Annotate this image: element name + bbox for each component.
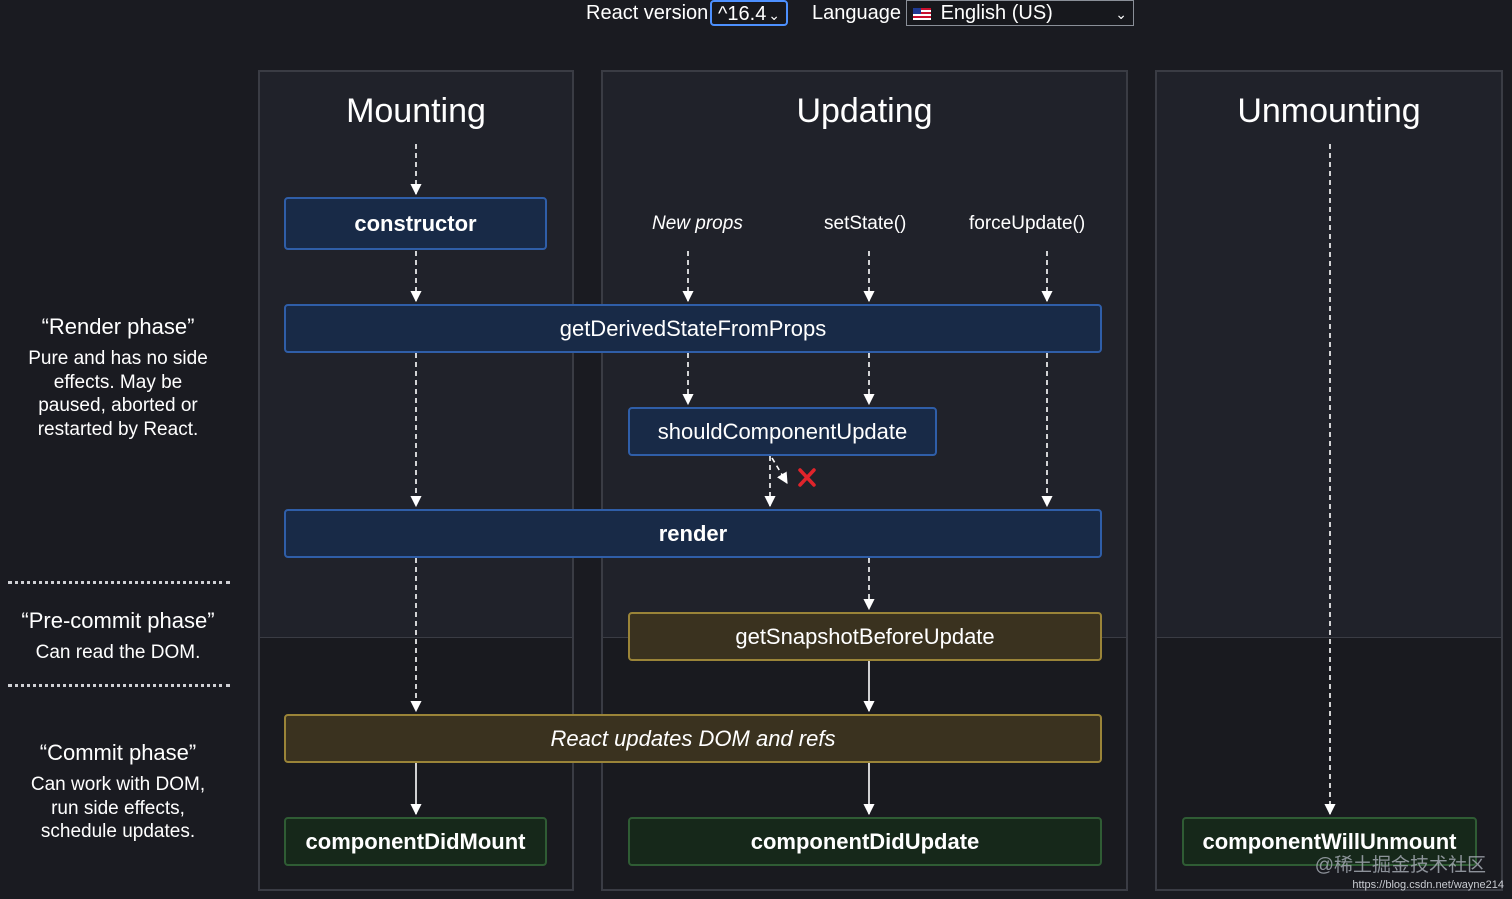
commit-phase-desc-line: run side effects, [51,797,185,819]
cancel-x-icon [798,468,816,487]
chevron-down-icon: ⌄ [1115,6,1127,22]
phase-divider [8,684,230,687]
render-box: render [284,509,1102,558]
us-flag-icon [913,8,931,20]
phase-divider [8,581,230,584]
commit-phase-desc-line: schedule updates. [40,821,196,842]
set-state-trigger: setState() [824,213,907,234]
render-phase-desc-line: Pure and has no side [28,348,208,369]
render-phase-desc-line: paused, aborted or [38,395,198,416]
component-will-unmount-box: componentWillUnmount [1182,817,1477,866]
unmounting-column [1155,70,1503,891]
component-did-mount-box: componentDidMount [284,817,547,866]
constructor-box: constructor [284,197,547,250]
react-version-value: ^16.4 [718,3,767,25]
language-value: English (US) [940,2,1053,24]
get-snapshot-before-update-box: getSnapshotBeforeUpdate [628,612,1102,661]
get-derived-state-from-props-box: getDerivedStateFromProps [284,304,1102,353]
react-updates-dom-box: React updates DOM and refs [284,714,1102,763]
react-version-label: React version [586,2,709,24]
commit-phase-description: Can work with DOM, run side effects, sch… [0,773,236,844]
language-select[interactable]: English (US) ⌄ [906,0,1134,26]
commit-phase-desc-line: Can work with DOM, [30,774,206,795]
should-component-update-box: shouldComponentUpdate [628,407,937,456]
source-url: https://blog.csdn.net/wayne214 [1352,879,1504,891]
force-update-trigger: forceUpdate() [969,213,1086,234]
chevron-down-icon: ⌄ [768,7,780,23]
component-did-update-box: componentDidUpdate [628,817,1102,866]
render-phase-title: “Render phase” [41,314,195,339]
updating-title: Updating [796,92,933,130]
watermark-text: @稀土掘金技术社区 [1314,855,1486,876]
unmounting-title: Unmounting [1237,92,1421,130]
precommit-phase-description: Can read the DOM. [35,642,201,663]
mounting-title: Mounting [346,92,486,130]
language-label: Language [812,2,901,24]
arrow [771,457,788,484]
react-version-select[interactable]: ^16.4 ⌄ [710,0,788,26]
render-phase-description: Pure and has no side effects. May be pau… [0,347,236,441]
render-phase-desc-line: restarted by React. [37,418,199,440]
precommit-phase-title: “Pre-commit phase” [21,608,215,633]
new-props-trigger: New props [652,213,743,234]
commit-phase-title: “Commit phase” [39,740,197,765]
render-phase-desc-line: effects. May be [53,371,183,393]
